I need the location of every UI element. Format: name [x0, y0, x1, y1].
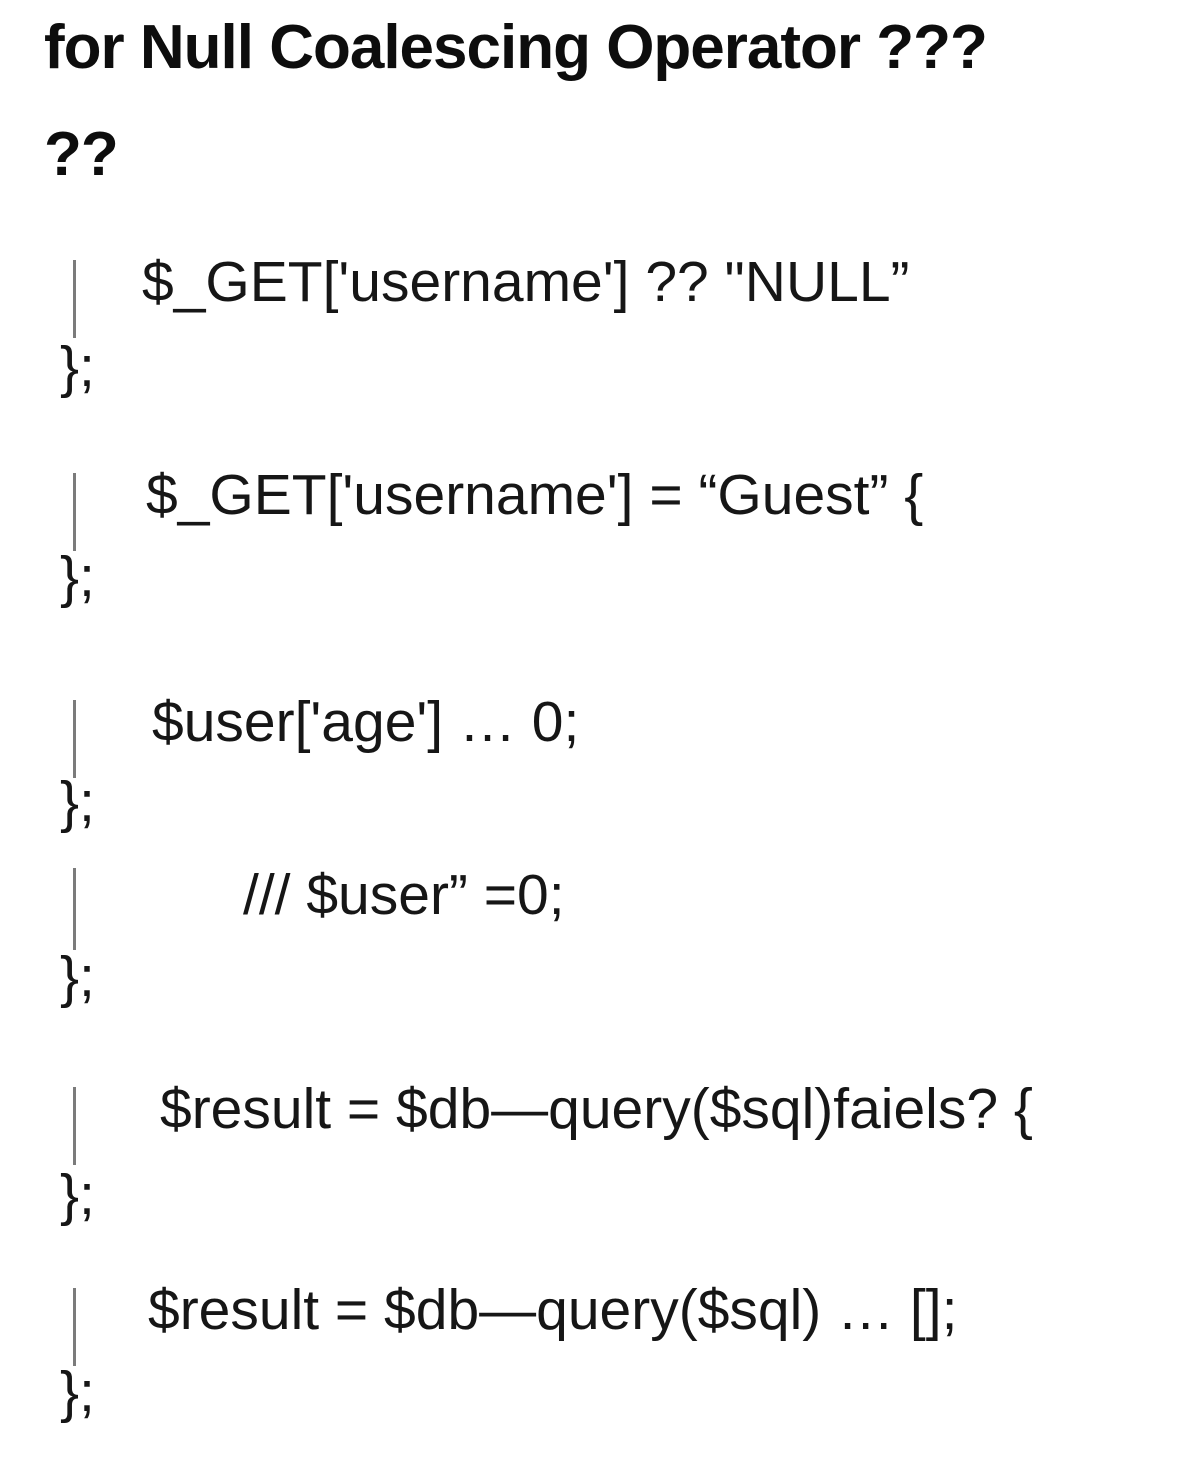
- page-title-line-1: for Null Coalescing Operator ???: [44, 13, 988, 82]
- code-line-2: $_GET['username'] = “Guest” {: [146, 463, 924, 527]
- code-line-5: $result = $db—query($sql)faiels? {: [160, 1077, 1033, 1141]
- code-line-1: $_GET['username'] ?? "NULL”: [142, 250, 910, 314]
- text-cursor-bar: [73, 1288, 76, 1366]
- code-line-6: $result = $db—query($sql) … [];: [148, 1278, 958, 1342]
- code-line-3: $user['age'] … 0;: [152, 690, 580, 754]
- closing-brace-5: };: [60, 1163, 95, 1227]
- text-cursor-bar: [73, 868, 76, 950]
- text-cursor-bar: [73, 1087, 76, 1165]
- closing-brace-4: };: [60, 945, 95, 1009]
- closing-brace-1: };: [60, 335, 95, 399]
- closing-brace-2: };: [60, 545, 95, 609]
- code-line-4: /// $user” =0;: [243, 863, 565, 927]
- text-cursor-bar: [73, 473, 76, 551]
- closing-brace-6: };: [60, 1360, 95, 1424]
- closing-brace-3: };: [60, 770, 95, 834]
- text-cursor-bar: [73, 700, 76, 778]
- text-cursor-bar: [73, 260, 76, 338]
- page-title-line-2: ??: [44, 120, 119, 189]
